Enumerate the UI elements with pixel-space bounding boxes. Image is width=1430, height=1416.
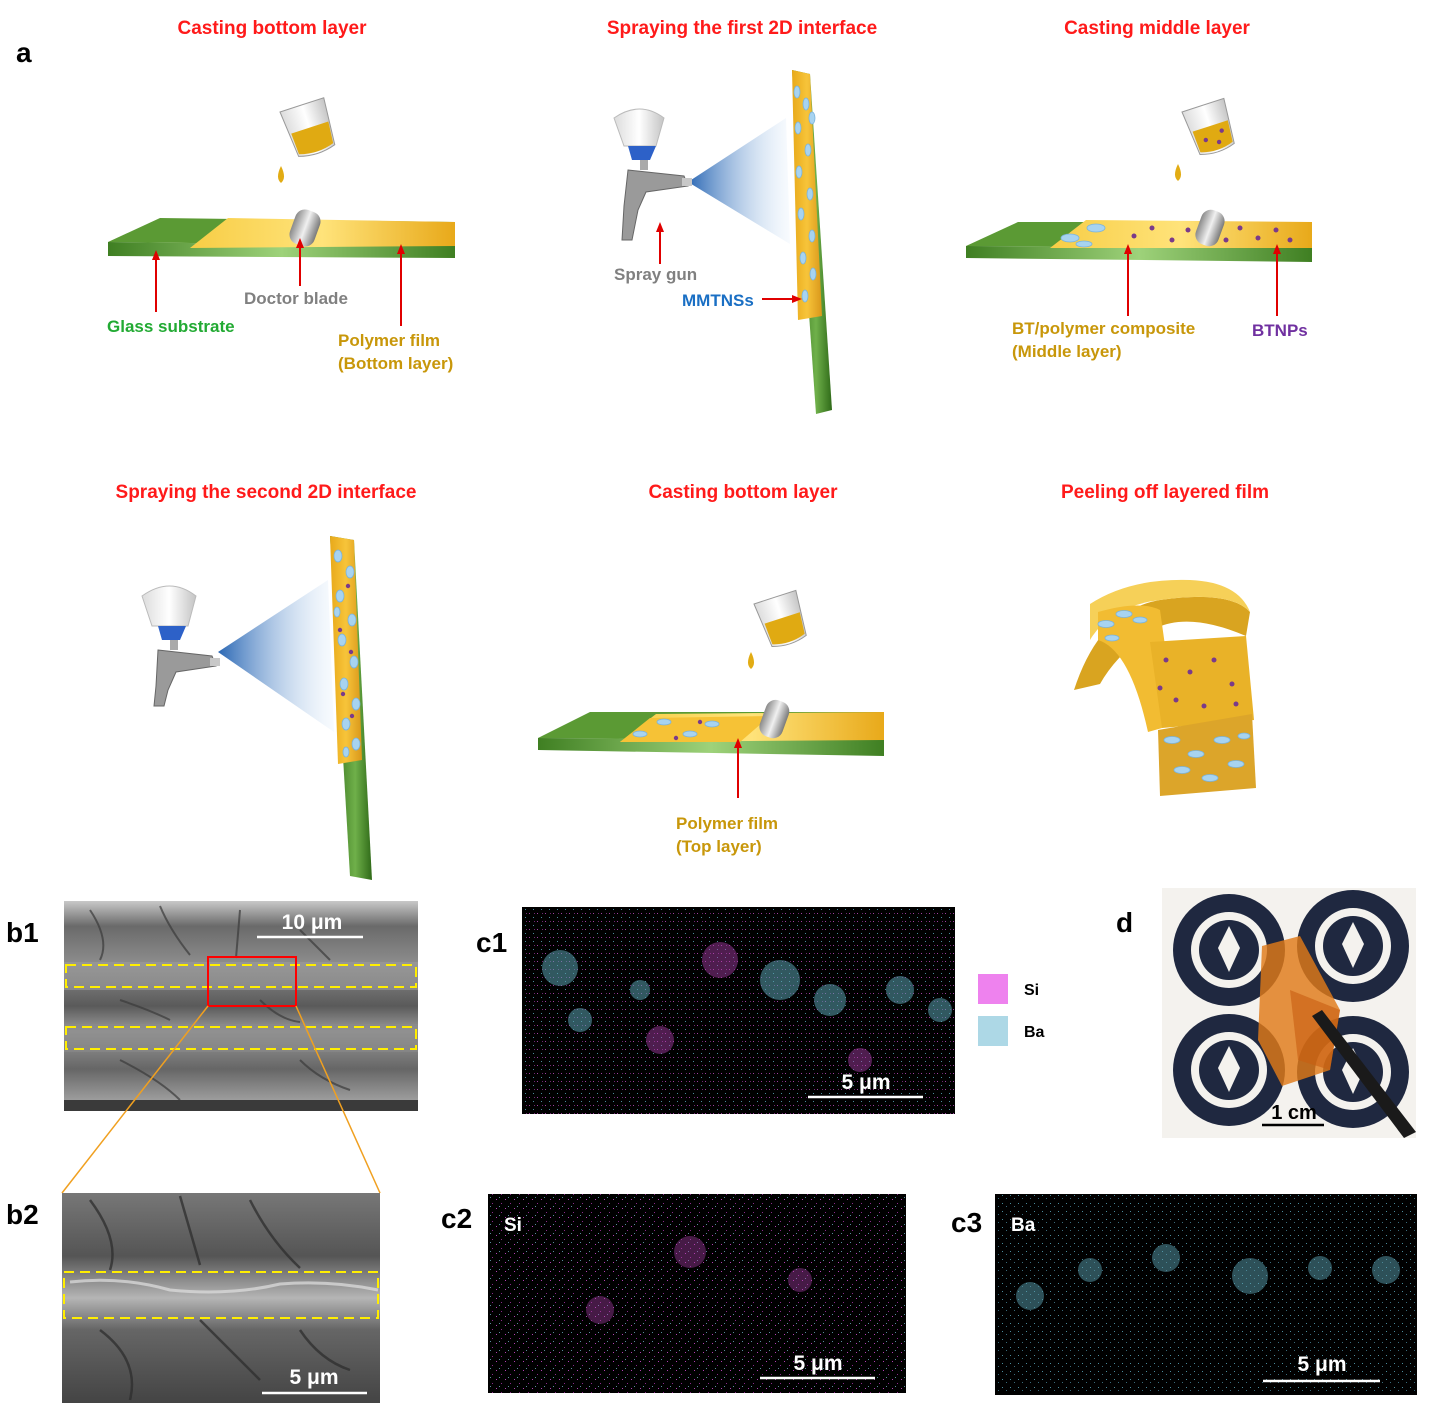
step-title-6: Peeling off layered film bbox=[1061, 482, 1269, 503]
label-glass-substrate: Glass substrate bbox=[107, 317, 235, 336]
panel-label-a: a bbox=[16, 37, 32, 68]
label-mmtnss: MMTNSs bbox=[682, 291, 754, 310]
scale-bar-c3: 5 μm bbox=[1297, 1353, 1346, 1376]
panel-label-b1: b1 bbox=[6, 917, 39, 948]
step1-illustration: Glass substrate Doctor blade Polymer fil… bbox=[107, 97, 455, 373]
sem-image-b2: 5 μm bbox=[62, 1193, 380, 1403]
panel-label-d: d bbox=[1116, 907, 1133, 938]
spray-gun-icon-2 bbox=[141, 585, 220, 707]
tweezer-icon bbox=[1312, 1010, 1416, 1138]
step6-illustration bbox=[1074, 579, 1256, 796]
label-doctor-blade: Doctor blade bbox=[244, 289, 348, 308]
droplet-icon bbox=[278, 166, 284, 183]
step4-illustration bbox=[141, 536, 372, 880]
beaker-icon-3 bbox=[753, 589, 807, 648]
beaker-icon-2 bbox=[1181, 97, 1235, 156]
label-bt-composite-2: (Middle layer) bbox=[1012, 342, 1122, 361]
uconn-seal-icon-3 bbox=[1173, 1014, 1285, 1126]
label-polymer-film-top-1: Polymer film bbox=[676, 814, 778, 833]
step-title-3: Casting middle layer bbox=[1064, 18, 1250, 39]
droplet-icon-2 bbox=[1175, 164, 1181, 181]
panel-label-c1: c1 bbox=[476, 927, 507, 958]
step-title-1: Casting bottom layer bbox=[178, 18, 368, 39]
beaker-icon bbox=[279, 97, 336, 157]
label-bt-composite-1: BT/polymer composite bbox=[1012, 319, 1195, 338]
scale-bar-b1: 10 μm bbox=[282, 911, 343, 934]
step-title-2: Spraying the first 2D interface bbox=[607, 18, 877, 39]
scale-bar-c2: 5 μm bbox=[793, 1352, 842, 1375]
legend-swatch-ba bbox=[978, 1016, 1008, 1046]
panel-label-c2: c2 bbox=[441, 1203, 472, 1234]
label-spray-gun: Spray gun bbox=[614, 265, 697, 284]
step3-illustration: BT/polymer composite (Middle layer) BTNP… bbox=[966, 97, 1312, 361]
droplet-icon-3 bbox=[748, 652, 754, 669]
sem-image-b1: 10 μm bbox=[64, 901, 418, 1111]
label-polymer-film-bottom-1: Polymer film bbox=[338, 331, 440, 350]
label-btnps: BTNPs bbox=[1252, 321, 1308, 340]
step5-illustration: Polymer film (Top layer) bbox=[538, 589, 884, 856]
legend-label-si: Si bbox=[1024, 982, 1039, 999]
step-title-4: Spraying the second 2D interface bbox=[116, 482, 417, 503]
eds-map-c1: 5 μm bbox=[522, 907, 955, 1114]
uconn-seal-icon bbox=[1173, 894, 1285, 1006]
uconn-seal-icon-2 bbox=[1297, 890, 1409, 1002]
step2-illustration: Spray gun MMTNSs bbox=[613, 70, 832, 414]
panel-label-b2: b2 bbox=[6, 1199, 39, 1230]
scale-bar-c1: 5 μm bbox=[841, 1071, 890, 1094]
photo-d: 1 cm bbox=[1162, 888, 1416, 1138]
legend-label-ba: Ba bbox=[1024, 1024, 1045, 1041]
spray-gun-icon bbox=[613, 108, 692, 241]
zoom-line-right bbox=[295, 1005, 381, 1194]
scale-bar-d: 1 cm bbox=[1271, 1102, 1317, 1124]
map-label-si: Si bbox=[504, 1215, 522, 1236]
scale-bar-b2: 5 μm bbox=[289, 1366, 338, 1389]
legend-swatch-si bbox=[978, 974, 1008, 1004]
map-label-ba: Ba bbox=[1011, 1215, 1036, 1236]
label-polymer-film-top-2: (Top layer) bbox=[676, 837, 762, 856]
eds-map-c3: Ba 5 μm bbox=[995, 1194, 1417, 1395]
label-polymer-film-bottom-2: (Bottom layer) bbox=[338, 354, 453, 373]
panel-label-c3: c3 bbox=[951, 1207, 982, 1238]
zoom-line-left bbox=[61, 1005, 209, 1194]
element-legend: Si Ba bbox=[978, 974, 1045, 1046]
eds-map-c2: Si 5 μm bbox=[488, 1194, 906, 1393]
step-title-5: Casting bottom layer bbox=[649, 482, 839, 503]
